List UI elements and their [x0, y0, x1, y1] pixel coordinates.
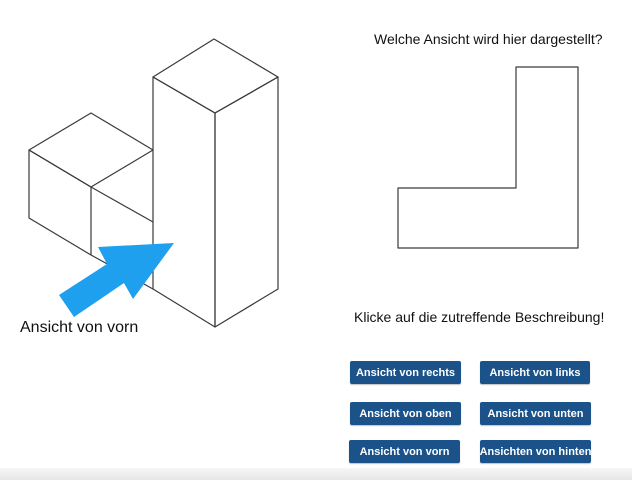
low-block-front-face	[28, 149, 92, 256]
answer-button-bottom-view[interactable]: Ansicht von unten	[480, 402, 591, 425]
tall-block-right-face	[214, 76, 279, 328]
low-block-top-face	[28, 112, 154, 188]
bottom-edge-bar	[0, 468, 632, 480]
tall-block-top-face	[152, 38, 279, 114]
low-block-inner-edge	[90, 186, 154, 223]
l-shape-view-drawing	[397, 66, 579, 249]
l-shape-outline	[397, 66, 579, 249]
tall-block-front-face	[152, 76, 216, 328]
answer-button-left-view[interactable]: Ansicht von links	[480, 361, 590, 384]
front-view-label: Ansicht von vorn	[20, 319, 139, 336]
instruction-text: Klicke auf die zutreffende Beschreibung!	[354, 309, 605, 325]
answer-button-right-view[interactable]: Ansicht von rechts	[350, 361, 461, 384]
isometric-l-block-figure	[28, 38, 279, 328]
answer-button-back-view[interactable]: Ansichten von hinten	[480, 440, 591, 463]
question-text: Welche Ansicht wird hier dargestellt?	[374, 31, 603, 47]
answer-button-top-view[interactable]: Ansicht von oben	[350, 402, 461, 425]
view-direction-arrow	[59, 243, 174, 317]
answer-button-front-view[interactable]: Ansicht von vorn	[349, 440, 460, 463]
